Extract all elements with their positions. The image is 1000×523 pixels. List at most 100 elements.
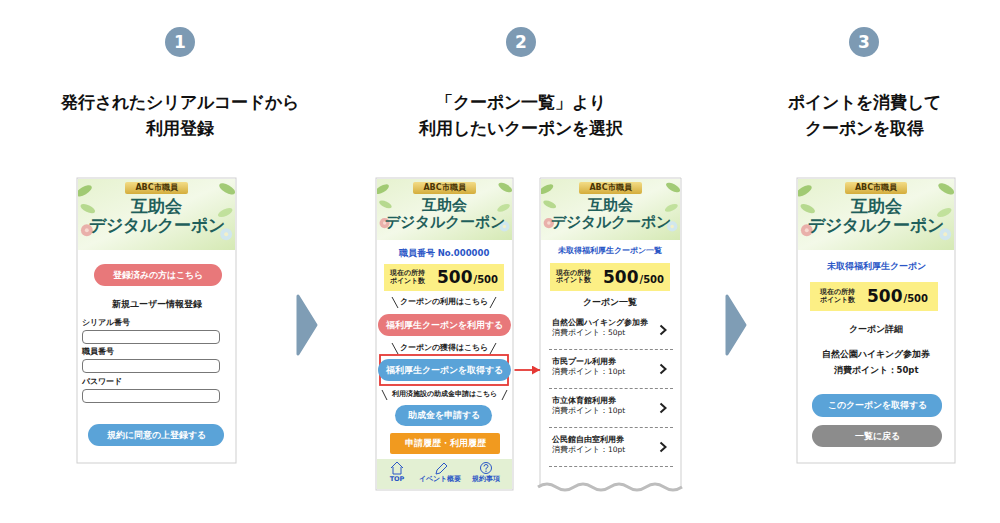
- coupon-name: 公民館自由室利用券: [552, 435, 673, 445]
- apply-button: 助成金を申請する: [395, 405, 492, 426]
- label-text: 助成金を申請する: [408, 411, 480, 420]
- label-text: 規約に同意の上登録する: [107, 431, 206, 440]
- phone-screen: 登録済みの方はこちらシリアル番号職員番号パスワード規約に同意の上登録する ABC市…: [77, 178, 236, 463]
- help-icon: [481, 463, 492, 474]
- nav-bar: [377, 459, 512, 489]
- header-band: [74, 179, 236, 250]
- step-number: 2: [506, 27, 536, 57]
- nav-label: TOP: [390, 476, 405, 484]
- back-button: 一覧に戻る: [812, 425, 942, 447]
- label-text: 一覧に戻る: [855, 432, 900, 441]
- nav-label: 規約事項: [472, 476, 500, 484]
- app-title: 互助会 デジタルクーポン: [87, 197, 227, 234]
- label-text: 3: [858, 34, 870, 51]
- slash-mark: [502, 390, 507, 400]
- step-number: 3: [849, 27, 879, 57]
- points-box: 現在の所持 ポイント数500/500: [550, 263, 670, 291]
- header-band: [538, 179, 682, 240]
- input-box: [82, 359, 220, 373]
- chevron-icon: [659, 402, 667, 414]
- pencil-icon: [436, 463, 447, 474]
- ribbon-text: ABC市職員: [125, 182, 187, 194]
- app-title: 互助会 デジタルクーポン: [806, 197, 946, 234]
- label-text: 職員番号: [82, 347, 220, 357]
- ribbon-text: ABC市職員: [579, 182, 641, 194]
- label-text: 登録済みの方はこちら: [113, 271, 203, 280]
- step-heading: 「クーポン一覧」より 利用したいクーポンを選択: [390, 90, 652, 141]
- input-box: [82, 389, 220, 403]
- member-number: 職員番号 No.000000: [399, 248, 490, 258]
- phone-frame: [540, 178, 681, 487]
- phone-screen: 現在の所持 ポイント数500/500 福利厚生クーポンを利用する福利厚生クーポンを…: [376, 178, 513, 490]
- label-text: 1: [174, 34, 186, 51]
- coupon-points: 消費ポイント：50pt: [552, 328, 673, 339]
- chevron-icon: [661, 326, 666, 335]
- chevron-icon: [661, 365, 666, 374]
- points-value: /500: [473, 275, 498, 285]
- input-field: シリアル番号: [82, 318, 220, 345]
- label-text: 2: [515, 34, 527, 51]
- home-icon: [391, 462, 403, 474]
- ribbon-text: ABC市職員: [845, 182, 907, 194]
- label-text: このクーポンを取得する: [828, 401, 927, 410]
- register-button: 規約に同意の上登録する: [88, 424, 224, 446]
- input-field: パスワード: [82, 377, 220, 404]
- section-label: クーポン一覧: [583, 297, 637, 307]
- coupon-item: 自然公園ハイキング参加券消費ポイント：50pt: [549, 313, 673, 350]
- coupon-name: 自然公園ハイキング参加券: [552, 318, 673, 328]
- coupon-points: 消費ポイント：10pt: [552, 367, 673, 378]
- label-text: パスワード: [82, 377, 220, 387]
- coupon-points: 消費ポイント：10pt: [552, 406, 673, 417]
- points-box: 現在の所持 ポイント数500/500: [384, 264, 504, 291]
- phone-frame: [797, 178, 955, 463]
- slash-mark: [490, 343, 496, 354]
- coupon-name: 市民プール利用券: [552, 357, 673, 367]
- coupon-points: 消費ポイント：10pt: [552, 445, 673, 456]
- step-chevron: [298, 296, 316, 354]
- points-value: 500: [603, 269, 639, 286]
- label-text: 申請履歴・利用履歴: [405, 439, 486, 448]
- history-button: 申請履歴・利用履歴: [390, 433, 500, 454]
- label-text: 福利厚生クーポンを取得する: [386, 366, 503, 375]
- label-text: 福利厚生クーポンを利用する: [386, 321, 503, 330]
- slash-mark: [382, 390, 387, 400]
- app-title: 互助会 デジタルクーポン: [375, 197, 515, 230]
- help-icon: [484, 465, 488, 470]
- section-label: クーポンの利用はこちら: [400, 297, 488, 306]
- chevron-icon: [659, 363, 667, 375]
- use-coupon-button: 福利厚生クーポンを利用する: [378, 314, 511, 336]
- torn-edge: [538, 484, 682, 490]
- phone-frame: [77, 178, 236, 463]
- nav-label: イベント概要: [419, 476, 461, 484]
- points-caption: 現在の所持 ポイント数: [390, 270, 430, 285]
- get-button: このクーポンを取得する: [812, 394, 942, 417]
- coupon-points: 消費ポイント：50pt: [834, 365, 919, 375]
- chevron-icon: [661, 443, 666, 452]
- coupon-item: 市立体育館利用券消費ポイント：10pt: [549, 391, 673, 428]
- coupon-item: 市民プール利用券消費ポイント：10pt: [549, 352, 673, 389]
- header-band: [794, 179, 955, 250]
- input-field: 職員番号: [82, 347, 220, 374]
- app-title: 互助会 デジタルクーポン: [541, 197, 681, 230]
- section-label: 利用済施設の助成金申請はこちら: [392, 390, 497, 398]
- phone-screen: 現在の所持 ポイント数 500/500 このクーポンを取得する一覧に戻る ABC市職員…: [797, 178, 955, 463]
- points-value: 500: [867, 288, 903, 305]
- slash-mark: [392, 343, 398, 354]
- chevron-icon: [661, 404, 666, 413]
- points-caption: 現在の所持 ポイント数: [820, 289, 860, 304]
- step-heading: 発行されたシリアルコードから 利用登録: [49, 90, 311, 141]
- points-value: /500: [903, 294, 928, 304]
- header-band: [374, 179, 514, 240]
- step-chevron: [727, 296, 745, 354]
- phone-screen: 現在の所持 ポイント数500/500 自然公園ハイキング参加券消費ポイント：50p…: [540, 178, 681, 487]
- step-heading: ポイントを消費して クーポンを取得: [733, 90, 995, 141]
- help-icon: [485, 471, 486, 472]
- slash-mark: [490, 297, 496, 308]
- coupon-item: 公民館自由室利用券消費ポイント：10pt: [549, 430, 673, 467]
- coupon-name: 自然公園ハイキング参加券: [822, 349, 930, 360]
- label-text: シリアル番号: [82, 318, 220, 328]
- screen-title: 未取得福利厚生クーポン: [827, 261, 926, 272]
- section-label: クーポン詳細: [849, 324, 903, 335]
- chevron-icon: [659, 441, 667, 453]
